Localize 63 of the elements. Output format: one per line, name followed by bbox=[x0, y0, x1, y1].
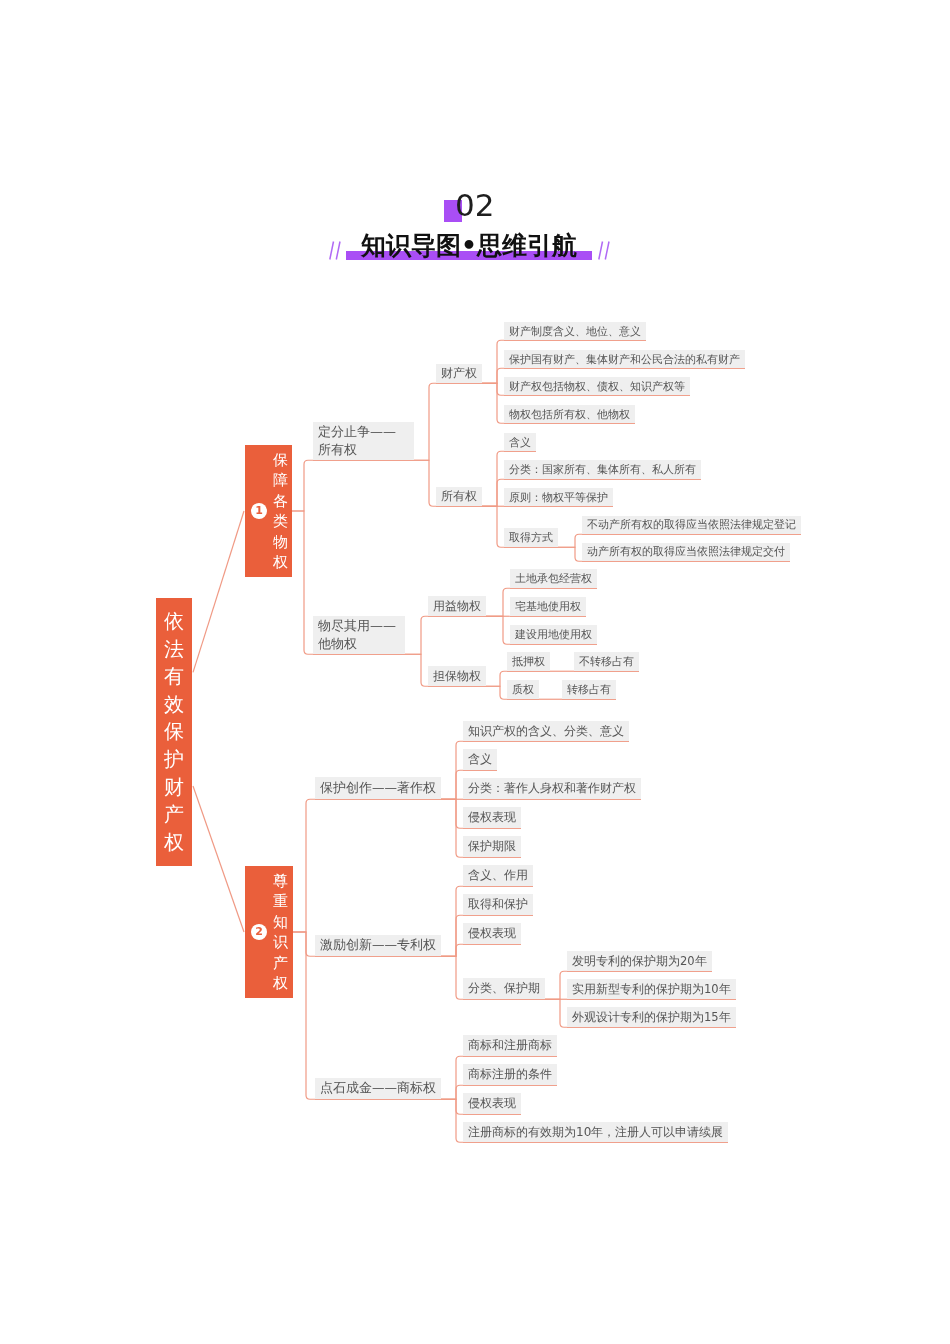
connector-line bbox=[440, 798, 464, 858]
topic-box: 所有权 bbox=[436, 487, 482, 507]
topic-box: 转移占有 bbox=[562, 680, 616, 700]
topic-box: 注册商标的有效期为10年，注册人可以申请续展 bbox=[463, 1122, 729, 1143]
topic-box: 外观设计专利的保护期为15年 bbox=[567, 1007, 736, 1028]
topic-box: 发明专利的保护期为20年 bbox=[567, 951, 712, 972]
topic-box: 质权 bbox=[507, 680, 539, 700]
topic-box: 分类：国家所有、集体所有、私人所有 bbox=[504, 460, 701, 480]
central-topic-box bbox=[156, 598, 192, 866]
topic-box: 担保物权 bbox=[428, 666, 486, 687]
connector-line bbox=[292, 931, 316, 1100]
topic-box: 侵权表现 bbox=[463, 807, 521, 829]
topic-box: 保护国有财产、集体财产和公民合法的私有财产 bbox=[504, 350, 745, 369]
topic-box: 取得和保护 bbox=[463, 894, 533, 916]
topic-box: 侵权表现 bbox=[463, 1093, 521, 1115]
topic-box: 含义、作用 bbox=[463, 865, 533, 887]
vertical-heading: 依法有效保护财产权 bbox=[164, 608, 184, 856]
topic-box: 保护创作——著作权 bbox=[315, 777, 441, 800]
topic-box: 含义 bbox=[463, 749, 497, 771]
topic-box: 物尽其用——他物权 bbox=[313, 616, 405, 655]
topic-box: 物权包括所有权、他物权 bbox=[504, 405, 635, 424]
connector-line bbox=[549, 670, 575, 672]
topic-box: 建设用地使用权 bbox=[510, 625, 597, 645]
vertical-heading: 尊重知识产权 bbox=[273, 871, 288, 994]
connector-line bbox=[557, 546, 583, 562]
connector-line bbox=[485, 615, 511, 645]
topic-box: 保护期限 bbox=[463, 836, 521, 858]
topic-box: 宅基地使用权 bbox=[510, 597, 586, 617]
topic-box: 分类：著作人身权和著作财产权 bbox=[463, 778, 641, 800]
topic-box: 实用新型专利的保护期为10年 bbox=[567, 979, 736, 1000]
topic-box: 抵押权 bbox=[507, 652, 550, 672]
connector-line bbox=[544, 998, 568, 1028]
topic-box: 不转移占有 bbox=[574, 652, 639, 672]
connector-line bbox=[440, 1098, 464, 1143]
topic-box: 侵权表现 bbox=[463, 923, 521, 945]
topic-box: 财产权包括物权、债权、知识产权等 bbox=[504, 377, 690, 396]
topic-box: 动产所有权的取得应当依照法律规定交付 bbox=[582, 543, 790, 562]
topic-box: 财产制度含义、地位、意义 bbox=[504, 322, 646, 341]
connector-line bbox=[291, 510, 314, 655]
topic-box: 不动产所有权的取得应当依照法律规定登记 bbox=[582, 516, 801, 535]
main-branch-box bbox=[245, 866, 293, 998]
connector-line bbox=[485, 685, 508, 700]
connector-line bbox=[192, 785, 245, 933]
topic-box: 点石成金——商标权 bbox=[315, 1078, 441, 1100]
topic-box: 定分止争——所有权 bbox=[313, 422, 414, 461]
topic-box: 商标注册的条件 bbox=[463, 1064, 557, 1086]
topic-box: 土地承包经营权 bbox=[510, 569, 597, 589]
topic-box: 含义 bbox=[504, 433, 536, 452]
topic-box: 商标和注册商标 bbox=[463, 1035, 557, 1057]
topic-box: 用益物权 bbox=[428, 596, 486, 617]
number-badge: 2 bbox=[251, 924, 267, 940]
topic-box: 财产权 bbox=[436, 364, 482, 384]
connector-line bbox=[192, 510, 245, 673]
topic-box: 分类、保护期 bbox=[463, 978, 545, 1000]
topic-box: 原则：物权平等保护 bbox=[504, 488, 613, 507]
vertical-heading: 保障各类物权 bbox=[273, 450, 288, 573]
main-branch-box bbox=[245, 445, 292, 577]
connector-line bbox=[538, 698, 563, 700]
topic-box: 取得方式 bbox=[504, 528, 558, 548]
topic-box: 激励创新——专利权 bbox=[315, 935, 441, 957]
topic-box: 知识产权的含义、分类、意义 bbox=[463, 721, 629, 742]
connector-line bbox=[481, 382, 505, 424]
number-badge: 1 bbox=[251, 503, 267, 519]
